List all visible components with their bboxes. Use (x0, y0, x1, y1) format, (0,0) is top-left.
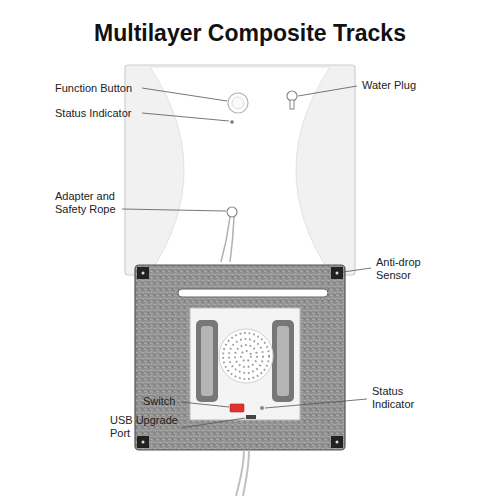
part-label: Adapter and Safety Rope (55, 190, 125, 216)
part-label: Status Indicator (372, 385, 434, 411)
diagram-title: Multilayer Composite Tracks (0, 20, 500, 47)
part-label: Water Plug (362, 79, 452, 92)
part-label: Function Button (55, 82, 155, 95)
part-label: Anti-drop Sensor (376, 256, 438, 282)
part-label: USB Upgrade Port (110, 414, 182, 440)
part-label: Switch (143, 395, 183, 408)
part-label: Status Indicator (55, 107, 155, 120)
